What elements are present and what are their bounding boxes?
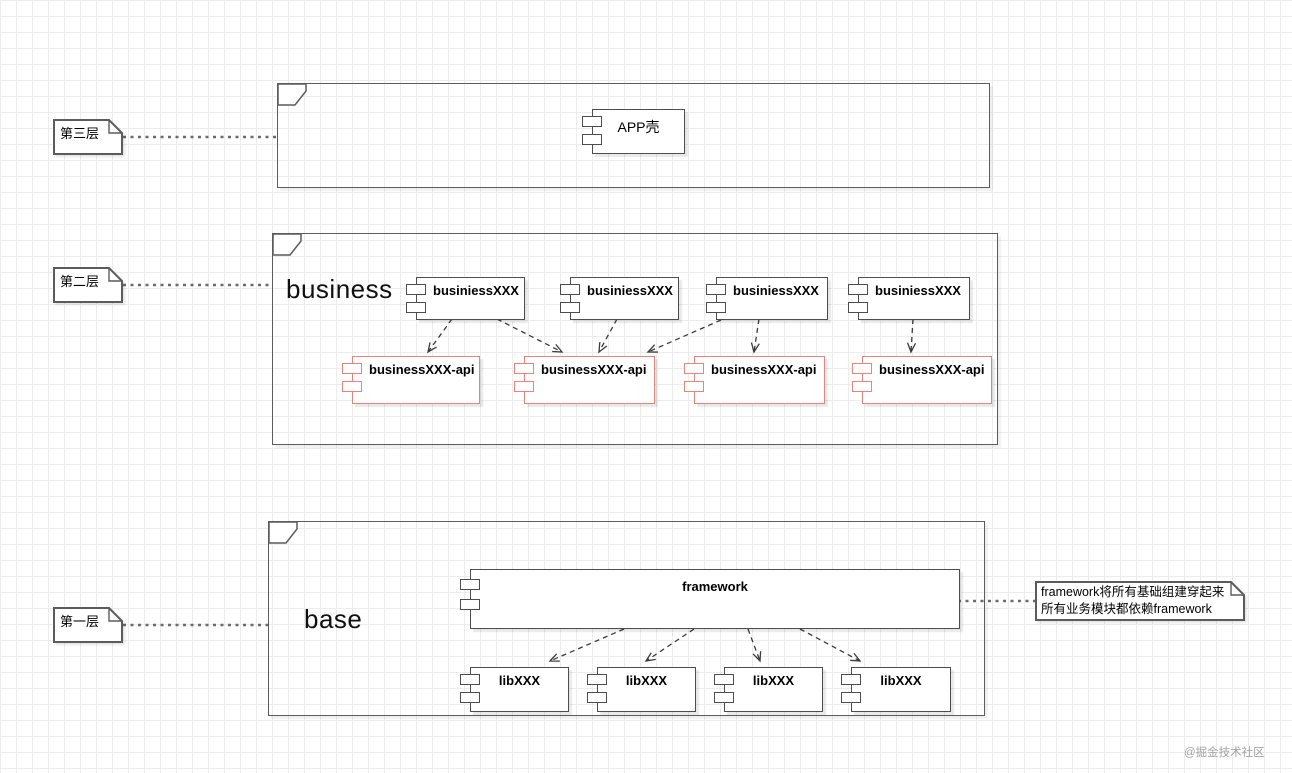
component-business-api-1: businessXXX-api <box>342 356 480 404</box>
component-business-module-3: businiessXXX <box>706 277 828 320</box>
note-shape-icon <box>53 267 123 303</box>
component-port-icon <box>406 302 426 313</box>
component-label: businiessXXX <box>875 283 961 298</box>
component-business-module-2: businiessXXX <box>560 277 679 320</box>
note-layer3: 第三层 <box>53 119 123 155</box>
component-port-icon <box>514 363 534 374</box>
note-framework-text: framework将所有基础组建穿起来 所有业务模块都依赖framework <box>1041 584 1224 618</box>
component-port-icon <box>684 381 704 392</box>
frame-layer-1 <box>267 520 985 716</box>
component-business-api-2: businessXXX-api <box>514 356 655 404</box>
note-framework-line2: 所有业务模块都依赖framework <box>1041 602 1212 616</box>
base-layer-title: base <box>304 604 363 634</box>
component-port-icon <box>587 692 607 703</box>
component-port-icon <box>342 381 362 392</box>
note-layer2-label: 第二层 <box>60 274 100 289</box>
note-framework: framework将所有基础组建穿起来 所有业务模块都依赖framework <box>1035 581 1245 621</box>
component-app-shell-label: APP壳 <box>617 119 660 135</box>
component-label: businessXXX-api <box>879 362 985 377</box>
component-label: businiessXXX <box>733 283 819 298</box>
component-lib-1: libXXX <box>460 667 569 712</box>
component-framework-label: framework <box>682 579 748 594</box>
frame-corner-tab-icon <box>267 520 298 544</box>
component-label: businessXXX-api <box>541 362 647 377</box>
component-label: libXXX <box>498 673 541 688</box>
component-port-icon <box>852 381 872 392</box>
note-layer1-label: 第一层 <box>60 614 100 629</box>
component-port-icon <box>587 674 607 685</box>
component-port-icon <box>706 302 726 313</box>
component-label: businiessXXX <box>433 283 519 298</box>
component-port-icon <box>706 284 726 295</box>
component-port-icon <box>714 674 734 685</box>
component-port-icon <box>460 692 480 703</box>
component-app-shell: APP壳 <box>582 109 685 154</box>
note-framework-line1: framework将所有基础组建穿起来 <box>1041 585 1225 599</box>
business-layer-title: business <box>286 274 393 304</box>
component-lib-3: libXXX <box>714 667 823 712</box>
component-label: libXXX <box>880 673 922 688</box>
component-label: businessXXX-api <box>369 362 475 377</box>
frame-corner-tab-icon <box>271 232 302 256</box>
component-label: libXXX <box>625 673 668 688</box>
component-lib-4: libXXX <box>841 667 951 712</box>
note-shape-icon <box>53 119 123 155</box>
component-port-icon <box>406 284 426 295</box>
component-port-icon <box>848 302 868 313</box>
component-business-api-4: businessXXX-api <box>852 356 992 404</box>
note-shape-icon <box>1035 581 1245 621</box>
component-label: businessXXX-api <box>711 362 817 377</box>
component-port-icon <box>841 674 861 685</box>
component-port-icon <box>514 381 534 392</box>
component-port-icon <box>460 674 480 685</box>
component-port-icon <box>582 134 602 145</box>
component-port-icon <box>684 363 704 374</box>
component-port-icon <box>342 363 362 374</box>
component-port-icon <box>848 284 868 295</box>
component-label: libXXX <box>752 673 795 688</box>
component-lib-2: libXXX <box>587 667 696 712</box>
component-port-icon <box>560 302 580 313</box>
component-framework: framework <box>460 569 960 629</box>
component-port-icon <box>560 284 580 295</box>
component-port-icon <box>460 599 480 610</box>
juejin-watermark: @掘金技术社区 <box>1184 747 1265 759</box>
frame-corner-tab-icon <box>276 82 307 106</box>
component-port-icon <box>714 692 734 703</box>
frame-layer-2 <box>271 232 998 445</box>
component-port-icon <box>852 363 872 374</box>
component-business-module-1: businiessXXX <box>406 277 525 320</box>
component-business-module-4: businiessXXX <box>848 277 970 320</box>
component-port-icon <box>582 116 602 127</box>
note-shape-icon <box>53 607 123 643</box>
note-layer2: 第二层 <box>53 267 123 303</box>
component-business-api-3: businessXXX-api <box>684 356 825 404</box>
component-label: businiessXXX <box>587 283 673 298</box>
component-port-icon <box>841 692 861 703</box>
component-port-icon <box>460 579 480 590</box>
note-layer3-label: 第三层 <box>60 126 100 141</box>
frame-layer-3 <box>276 82 990 188</box>
note-layer1: 第一层 <box>53 607 123 643</box>
